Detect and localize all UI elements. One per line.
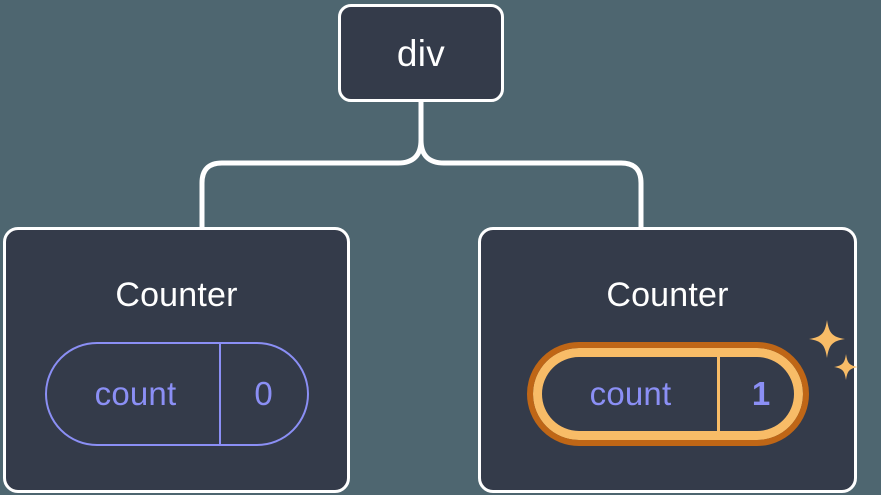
state-pill-left[interactable]: count 0 [44, 342, 309, 446]
tree-node-div[interactable]: div [338, 4, 504, 102]
state-key-left: count [47, 344, 221, 444]
sparkle-small-icon [833, 354, 858, 380]
state-value-left: 0 [254, 375, 273, 412]
state-pill-wrapper-left: count 0 [44, 342, 309, 446]
state-key-right: count [533, 348, 720, 440]
tree-node-counter-right[interactable]: Counter count 1 [478, 227, 858, 493]
node-label-counter-left: Counter [115, 276, 238, 314]
node-label-div: div [396, 32, 446, 74]
state-pill-right[interactable]: count 1 [526, 342, 809, 446]
connector-branch-right [418, 139, 644, 228]
connector-branch-left [199, 139, 424, 228]
state-pill-wrapper-right: count 1 [526, 320, 858, 446]
state-value-right: 1 [751, 375, 771, 412]
sparkle-icon [808, 320, 858, 380]
node-label-counter-right: Counter [606, 276, 729, 314]
tree-node-counter-left[interactable]: Counter count 0 [3, 227, 350, 493]
sparkle-large-icon [808, 320, 845, 358]
